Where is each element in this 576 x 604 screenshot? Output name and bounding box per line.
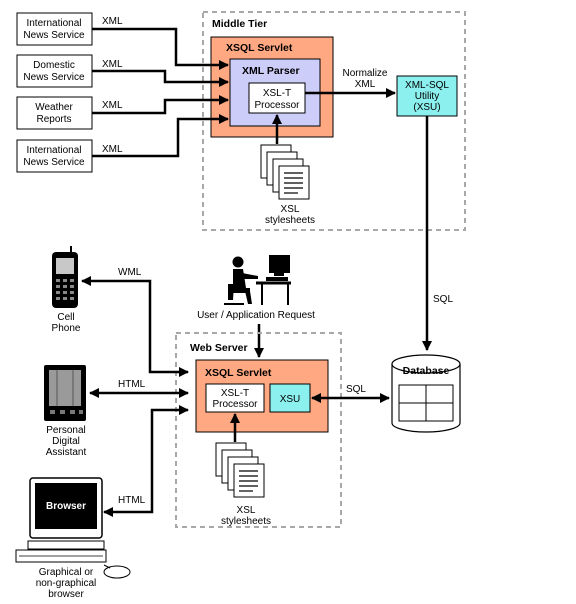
xml-parser-title: XML Parser	[242, 65, 300, 77]
cell-phone-wml-label: WML	[118, 267, 142, 278]
arrow-source-4	[92, 114, 229, 158]
pda-line1: Personal	[46, 425, 85, 436]
web-stylesheets-line2: stylesheets	[221, 516, 271, 527]
web-servlet-title: XSQL Servlet	[205, 367, 272, 379]
pda-line3: Assistant	[46, 447, 87, 458]
web-xslt-processor	[205, 383, 265, 413]
web-stylesheets-line1: XSL	[237, 505, 256, 516]
pda-html-label: HTML	[118, 379, 146, 390]
database-label: Database	[403, 365, 450, 377]
middle-tier-boundary	[202, 11, 466, 231]
middle-stylesheets-line1: XSL	[281, 204, 300, 215]
cell-phone-line1: Cell	[57, 312, 74, 323]
source-4-xml-label: XML	[102, 144, 123, 155]
normalize-line2: XML	[355, 79, 376, 90]
middle-xslt-processor	[248, 82, 306, 114]
middle-processor-line1: XSL-T	[263, 88, 291, 99]
xml-sql-utility-box	[396, 75, 458, 117]
document-stack-icon	[260, 144, 310, 200]
source-2-line1: Domestic	[33, 60, 75, 71]
source-1-xml-label: XML	[102, 16, 123, 27]
arrow-source-1	[92, 27, 229, 70]
browser-line2: non-graphical	[36, 578, 97, 589]
source-domestic-news: Domestic News Service	[16, 54, 93, 88]
xsu-utility-line1: XML-SQL	[405, 80, 449, 91]
xsu-utility-line2: Utility	[415, 91, 439, 102]
web-server-title: Web Server	[190, 342, 248, 354]
source-international-news-1: International News Service	[16, 12, 93, 46]
middle-tier-title: Middle Tier	[212, 18, 267, 30]
browser-line1: Graphical or	[39, 567, 94, 578]
arrow-browser	[103, 405, 189, 517]
source-weather-reports: Weather Reports	[16, 96, 93, 130]
web-sql-label: SQL	[346, 384, 366, 395]
middle-processor-line2: Processor	[254, 100, 300, 111]
browser-html-label: HTML	[118, 495, 146, 506]
middle-servlet-title: XSQL Servlet	[226, 42, 293, 54]
browser-screen-label: Browser	[46, 501, 86, 512]
web-processor-line1: XSL-T	[221, 388, 249, 399]
source-international-news-2: International News Service	[16, 139, 93, 173]
source-2-xml-label: XML	[102, 59, 123, 70]
person-at-computer-icon	[224, 255, 291, 305]
pda-line2: Digital	[52, 436, 80, 447]
web-processor-line2: Processor	[212, 399, 258, 410]
source-1-line2: News Service	[23, 30, 85, 41]
source-4-line2: News Service	[23, 157, 85, 168]
middle-stylesheets-line2: stylesheets	[265, 215, 315, 226]
arrow-source-3	[92, 95, 229, 115]
document-stack-icon	[215, 442, 265, 498]
browser-line3: browser	[48, 589, 84, 600]
source-3-line2: Reports	[36, 114, 71, 125]
arrow-source-2	[92, 69, 229, 87]
xsu-utility-line3: (XSU)	[413, 102, 440, 113]
source-1-line1: International	[26, 18, 81, 29]
cell-phone-icon	[52, 246, 78, 308]
sql-vertical-label: SQL	[433, 294, 453, 305]
source-3-xml-label: XML	[102, 100, 123, 111]
database-cylinder-icon	[391, 354, 461, 433]
source-4-line1: International	[26, 145, 81, 156]
source-3-line1: Weather	[35, 102, 73, 113]
cell-phone-line2: Phone	[52, 323, 81, 334]
pda-icon	[44, 365, 86, 421]
source-2-line2: News Service	[23, 72, 85, 83]
user-request-label: User / Application Request	[197, 310, 315, 321]
arrow-cell-phone	[81, 276, 189, 377]
desktop-computer-icon	[15, 477, 131, 579]
web-xsu-label: XSU	[280, 394, 301, 405]
web-xsu-box	[269, 383, 311, 413]
normalize-line1: Normalize	[342, 68, 387, 79]
